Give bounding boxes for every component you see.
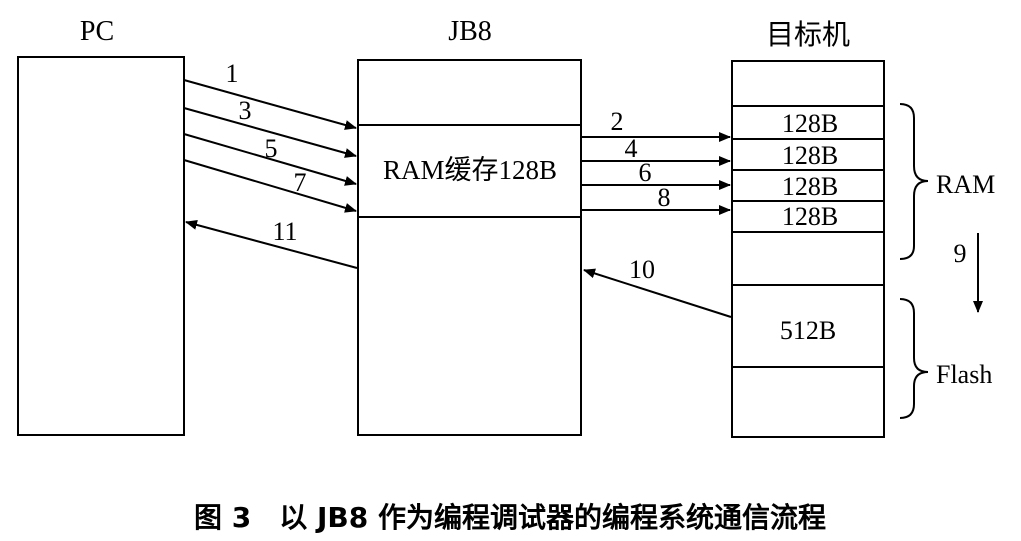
arrow-target-to-jb8 <box>583 268 732 318</box>
flash-brace-label: Flash <box>936 360 992 389</box>
pc-header: PC <box>80 16 114 47</box>
flash-brace <box>899 298 929 419</box>
ram-block-label: 128B <box>782 172 838 201</box>
jb8-ram-buffer-label: RAM缓存128B <box>383 155 557 185</box>
arrow-pc-to-jb8 <box>183 133 357 186</box>
step-label: 2 <box>611 107 624 136</box>
figure-caption: 图 3 以 JB8 作为编程调试器的编程系统通信流程 <box>194 501 826 534</box>
step-label: 7 <box>294 168 307 197</box>
step-label: 8 <box>658 183 671 212</box>
ram-block-label: 128B <box>782 202 838 231</box>
step-label: 6 <box>639 158 652 187</box>
flash-block-label: 512B <box>780 316 836 345</box>
step-label: 3 <box>239 96 252 125</box>
step-label: 4 <box>625 134 638 163</box>
target-header: 目标机 <box>766 18 850 51</box>
arrow-pc-to-jb8 <box>183 107 357 158</box>
step-label: 11 <box>272 217 297 246</box>
step-label: 9 <box>954 239 967 268</box>
target-box <box>731 60 885 438</box>
jb8-header: JB8 <box>448 16 492 47</box>
arrow-jb8-to-pc <box>185 220 358 269</box>
step-label: 10 <box>629 255 655 284</box>
arrow-pc-to-jb8 <box>183 79 357 130</box>
ram-brace-label: RAM <box>936 170 995 199</box>
ram-brace <box>899 103 929 260</box>
step-label: 5 <box>265 134 278 163</box>
ram-block-label: 128B <box>782 109 838 138</box>
jb8-box <box>357 59 582 436</box>
pc-box <box>17 56 185 436</box>
ram-block-label: 128B <box>782 141 838 170</box>
arrow-pc-to-jb8 <box>183 159 357 213</box>
step-label: 1 <box>226 59 239 88</box>
